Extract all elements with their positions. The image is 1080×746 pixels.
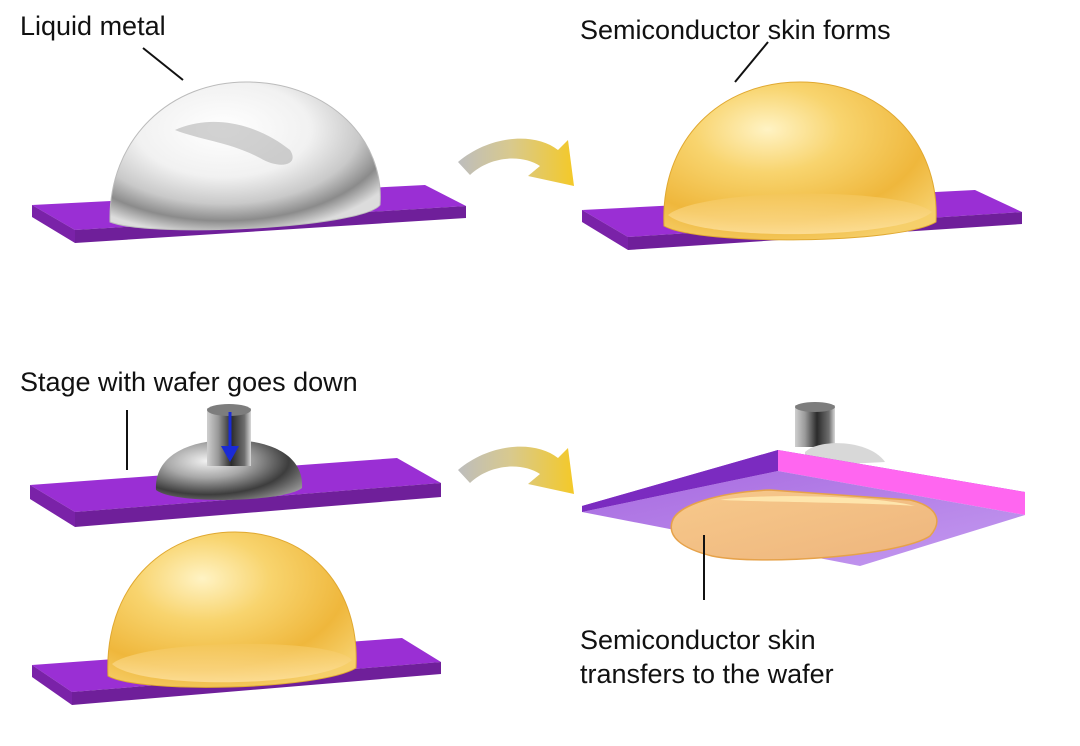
down-arrow-icon xyxy=(221,412,239,462)
stage-wafer-left xyxy=(30,485,75,527)
panel-liquid-metal xyxy=(32,47,466,243)
skin-dome-base xyxy=(668,193,932,235)
leader-line xyxy=(142,47,184,81)
panel-stage-down xyxy=(30,404,441,705)
transferred-skin xyxy=(670,489,938,561)
label-transfer-line2: transfers to the wafer xyxy=(580,659,834,689)
substrate-side-left xyxy=(32,205,75,243)
curved-arrow-icon xyxy=(458,138,574,186)
stage-rod-top xyxy=(207,404,251,416)
leader-line xyxy=(734,41,769,83)
wafer-pink-edge xyxy=(778,450,1025,515)
stage-wafer-side xyxy=(75,483,441,527)
label-transfer-line1: Semiconductor skin xyxy=(580,625,816,655)
wafer-left-edge xyxy=(582,450,778,512)
skin-dome-lower-base xyxy=(112,643,352,683)
curved-arrow-icon xyxy=(458,446,574,494)
lower-substrate-left xyxy=(32,665,72,705)
droplet-reflection xyxy=(175,121,293,165)
liquid-metal-droplet xyxy=(109,81,381,231)
label-stage-down: Stage with wafer goes down xyxy=(20,367,358,397)
panel-skin-transfers xyxy=(582,402,1025,600)
panel-skin-forms xyxy=(582,41,1022,250)
label-liquid-metal: Liquid metal xyxy=(20,11,166,41)
label-skin-forms: Semiconductor skin forms xyxy=(580,15,891,45)
transferred-skin-highlight xyxy=(720,496,915,506)
pressed-metal-droplet xyxy=(155,440,303,500)
substrate-side-left xyxy=(582,210,628,250)
stage-rod-top xyxy=(795,402,835,412)
